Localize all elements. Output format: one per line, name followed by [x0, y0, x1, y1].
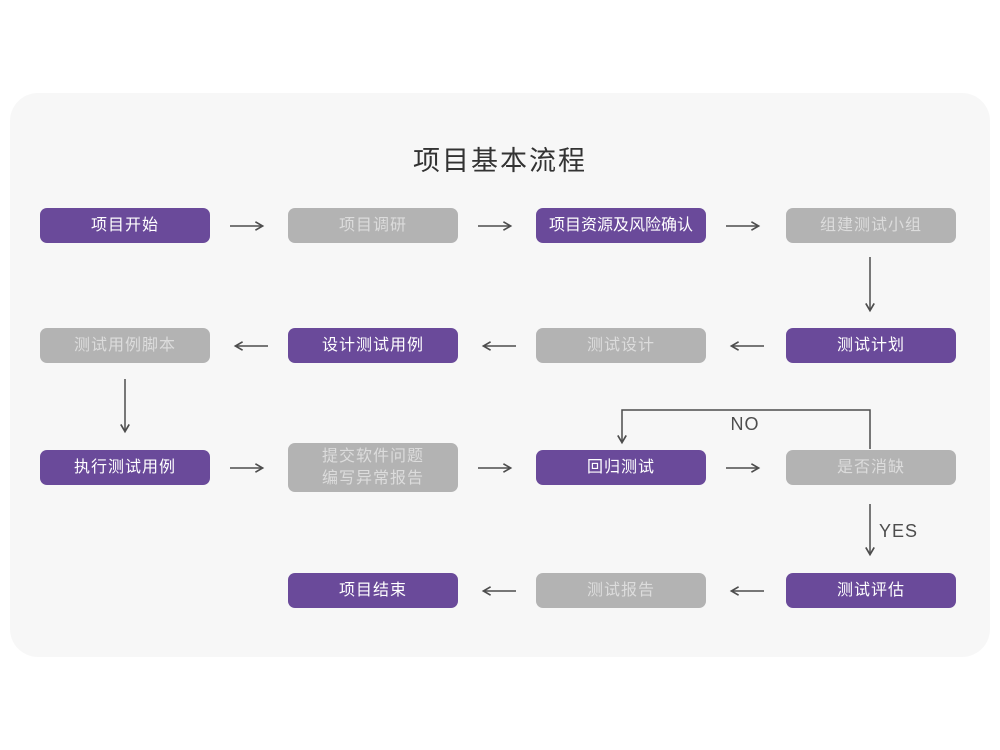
node-project-resources-risk: 项目资源及风险确认 — [536, 208, 706, 243]
node-test-design: 测试设计 — [536, 328, 706, 363]
node-test-plan: 测试计划 — [786, 328, 956, 363]
node-test-case-script: 测试用例脚本 — [40, 328, 210, 363]
node-submit-issue-report: 提交软件问题 编写异常报告 — [288, 443, 458, 492]
node-test-evaluation: 测试评估 — [786, 573, 956, 608]
branch-label-no: NO — [730, 414, 760, 434]
node-defect-resolved: 是否消缺 — [786, 450, 956, 485]
node-project-research: 项目调研 — [288, 208, 458, 243]
flowchart-card — [10, 93, 990, 657]
node-project-start: 项目开始 — [40, 208, 210, 243]
branch-label-yes: YES — [879, 521, 919, 541]
node-project-end: 项目结束 — [288, 573, 458, 608]
node-test-report: 测试报告 — [536, 573, 706, 608]
node-design-test-cases: 设计测试用例 — [288, 328, 458, 363]
node-regression-test: 回归测试 — [536, 450, 706, 485]
page-title: 项目基本流程 — [413, 146, 587, 176]
node-build-test-team: 组建测试小组 — [786, 208, 956, 243]
node-execute-test-cases: 执行测试用例 — [40, 450, 210, 485]
